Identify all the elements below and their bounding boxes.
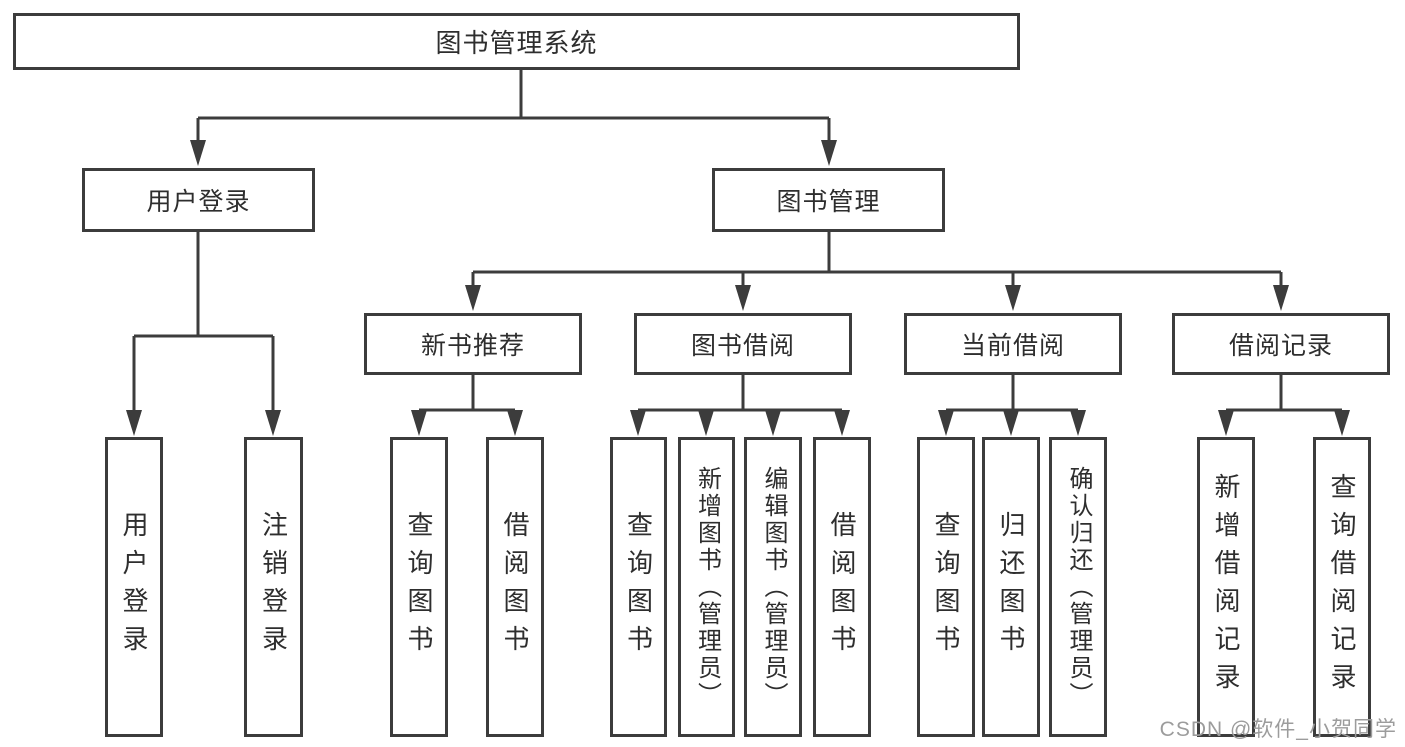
leaf-label: 查询图书 xyxy=(623,511,654,663)
leaf-label: 查询借阅记录 xyxy=(1327,473,1357,701)
leaf-logout: 注销登录 xyxy=(244,437,303,737)
leaf-label: 新增图书（管理员） xyxy=(693,465,721,709)
node-label: 图书管理 xyxy=(776,188,881,216)
node-label: 用户登录 xyxy=(146,188,251,216)
leaf-borrow-query-books: 查询图书 xyxy=(610,437,667,737)
leaf-borrow-edit-books-admin: 编辑图书（管理员） xyxy=(744,437,802,737)
leaf-current-query-books: 查询图书 xyxy=(917,437,975,737)
node-label: 当前借阅 xyxy=(960,332,1065,360)
leaf-label: 用户登录 xyxy=(119,511,149,663)
leaf-user-login: 用户登录 xyxy=(105,437,163,737)
node-label: 新书推荐 xyxy=(420,332,525,360)
leaf-current-confirm-return-admin: 确认归还（管理员） xyxy=(1049,437,1107,737)
leaf-borrow-add-books-admin: 新增图书（管理员） xyxy=(678,437,735,737)
leaf-records-add-record: 新增借阅记录 xyxy=(1197,437,1255,737)
leaf-borrow-borrow-books: 借阅图书 xyxy=(813,437,871,737)
leaf-label: 新增借阅记录 xyxy=(1211,473,1241,701)
leaf-current-return-books: 归还图书 xyxy=(982,437,1040,737)
node-book-management: 图书管理 xyxy=(712,168,945,232)
leaf-label: 确认归还（管理员） xyxy=(1065,465,1092,709)
node-current-borrow: 当前借阅 xyxy=(904,313,1122,375)
leaf-records-query-record: 查询借阅记录 xyxy=(1313,437,1371,737)
leaf-label: 查询图书 xyxy=(404,511,434,663)
leaf-newbook-query-books: 查询图书 xyxy=(390,437,448,737)
node-label: 图书管理系统 xyxy=(435,28,598,58)
leaf-label: 注销登录 xyxy=(258,511,289,663)
leaf-newbook-borrow-books: 借阅图书 xyxy=(486,437,544,737)
leaf-label: 归还图书 xyxy=(996,511,1026,663)
node-label: 图书借阅 xyxy=(690,332,795,360)
node-root-library-system: 图书管理系统 xyxy=(13,13,1020,70)
leaf-label: 编辑图书（管理员） xyxy=(760,465,787,709)
node-new-book-recommend: 新书推荐 xyxy=(364,313,582,375)
node-borrow-records: 借阅记录 xyxy=(1172,313,1390,375)
leaf-label: 借阅图书 xyxy=(500,511,530,663)
node-label: 借阅记录 xyxy=(1228,332,1333,360)
arrowheads xyxy=(126,140,1350,436)
node-user-login: 用户登录 xyxy=(82,168,315,232)
leaf-label: 借阅图书 xyxy=(827,511,857,663)
watermark: CSDN @软件_小贺同学 xyxy=(1159,718,1397,741)
leaf-label: 查询图书 xyxy=(931,511,961,663)
node-book-borrow: 图书借阅 xyxy=(634,313,852,375)
